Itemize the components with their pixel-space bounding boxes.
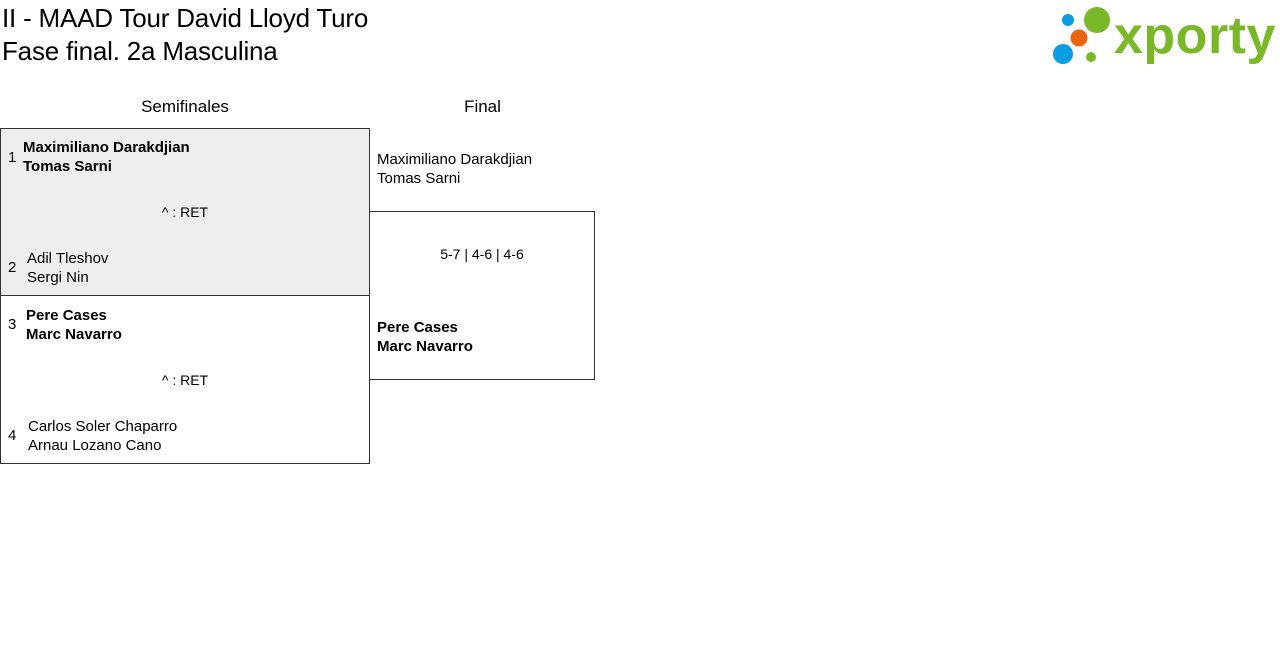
semifinal-match-1[interactable]: 1 Maximiliano Darakdjian Tomas Sarni ^ :… xyxy=(0,128,370,296)
semifinals-header: Semifinales xyxy=(141,97,229,116)
seed-number: 1 xyxy=(8,149,17,166)
player-name: Maximiliano Darakdjian xyxy=(23,139,190,156)
xporty-logo[interactable]: xporty xyxy=(1050,4,1278,68)
player-name: Marc Navarro xyxy=(26,326,122,343)
final-score: 5-7 | 4-6 | 4-6 xyxy=(440,246,524,262)
team-entry[interactable]: Carlos Soler Chaparro Arnau Lozano Cano xyxy=(28,417,177,455)
semifinal-match-2[interactable]: 3 Pere Cases Marc Navarro ^ : RET 4 Carl… xyxy=(0,295,370,464)
player-name: Pere Cases xyxy=(26,307,107,324)
tournament-title: II - MAAD Tour David Lloyd Turo Fase fin… xyxy=(2,2,368,68)
player-name: Sergi Nin xyxy=(27,269,89,286)
player-name: Pere Cases xyxy=(377,319,458,336)
seed-number: 4 xyxy=(8,427,17,444)
team-entry[interactable]: Adil Tleshov Sergi Nin xyxy=(27,249,108,287)
final-header: Final xyxy=(464,97,501,116)
final-match[interactable]: 5-7 | 4-6 | 4-6 Pere Cases Marc Navarro xyxy=(369,211,595,380)
team-entry-winner[interactable]: Pere Cases Marc Navarro xyxy=(26,306,122,344)
player-name: Arnau Lozano Cano xyxy=(28,437,162,454)
player-name: Marc Navarro xyxy=(377,338,473,355)
seed-number: 3 xyxy=(8,316,17,333)
player-name: Tomas Sarni xyxy=(377,170,461,187)
player-name: Carlos Soler Chaparro xyxy=(28,418,178,435)
xporty-logo-text: xporty xyxy=(1114,7,1276,65)
phase-name: Fase final. 2a Masculina xyxy=(2,36,278,66)
final-team-entry[interactable]: Maximiliano Darakdjian Tomas Sarni xyxy=(377,150,532,188)
match-result: ^ : RET xyxy=(161,204,209,220)
seed-number: 2 xyxy=(8,259,17,276)
tournament-name: II - MAAD Tour David Lloyd Turo xyxy=(2,3,369,33)
final-team-entry-winner[interactable]: Pere Cases Marc Navarro xyxy=(377,318,473,356)
player-name: Adil Tleshov xyxy=(27,250,109,267)
player-name: Maximiliano Darakdjian xyxy=(377,151,533,168)
player-name: Tomas Sarni xyxy=(23,158,112,175)
team-entry-winner[interactable]: Maximiliano Darakdjian Tomas Sarni xyxy=(23,138,190,176)
xporty-dots-icon xyxy=(1053,7,1110,64)
match-result: ^ : RET xyxy=(161,372,209,388)
